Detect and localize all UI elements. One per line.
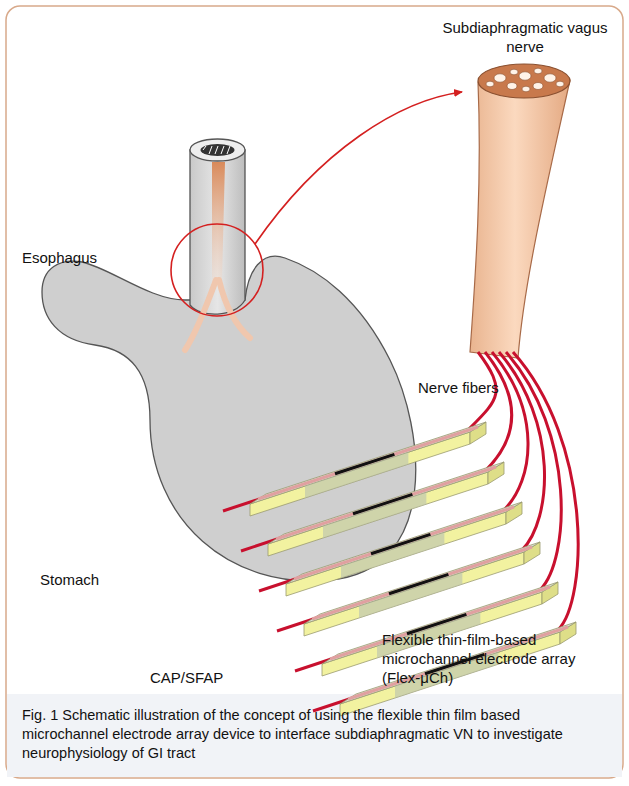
zoom-arrow: [255, 92, 462, 244]
label: Nerve fibers: [418, 378, 538, 397]
label: Flexible thin-film-based microchannel el…: [382, 630, 617, 687]
electrode-pad: [359, 572, 462, 618]
nerve-cross-section: [478, 64, 570, 98]
fascicle: [486, 81, 494, 87]
fascicles: [486, 68, 564, 92]
nerve-body: [470, 80, 570, 358]
esophagus-opening: [190, 139, 245, 161]
bar-front: [250, 432, 470, 516]
figure-caption: Fig. 1 Schematic illustration of the con…: [22, 706, 607, 763]
bar-front: [286, 512, 506, 596]
electrode-pad: [305, 452, 408, 498]
label: Esophagus: [22, 248, 122, 267]
fascicle: [544, 74, 556, 82]
esophagus-lumen: [201, 144, 235, 156]
fascicle: [507, 83, 517, 90]
fascicle: [556, 81, 564, 87]
electrode-pad: [341, 532, 444, 578]
electrode-pad: [323, 492, 426, 538]
caption-band: [7, 694, 622, 777]
label: Subdiaphragmatic vagus nerve: [440, 18, 610, 56]
fascicle: [534, 68, 542, 74]
label: Stomach: [40, 570, 140, 589]
vagus-trunk: [212, 162, 225, 282]
fascicle: [522, 86, 530, 92]
fascicle: [519, 72, 531, 80]
figure-frame: [6, 6, 623, 778]
fascicle: [494, 74, 506, 82]
fascicle: [510, 69, 518, 75]
nerve-fiber: [277, 352, 545, 631]
bar-front: [304, 552, 524, 636]
esophagus: [190, 150, 245, 314]
highlight-circle: [171, 224, 263, 316]
bar-front: [268, 472, 488, 556]
nerve-fiber: [295, 352, 561, 671]
stomach: [42, 256, 416, 581]
label: CAP/SFAP: [150, 668, 250, 687]
fascicle: [533, 83, 543, 90]
